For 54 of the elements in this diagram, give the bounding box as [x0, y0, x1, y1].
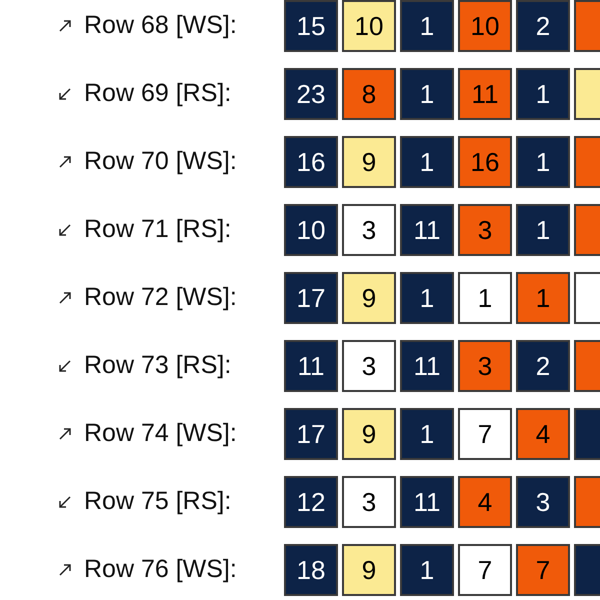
- stitch-count-cell: 8: [342, 68, 396, 120]
- stitch-count-cell: 9: [342, 544, 396, 596]
- stitch-count-cell: 10: [458, 0, 512, 52]
- stitch-count-cell: 1: [516, 68, 570, 120]
- stitch-count-cell: 3: [342, 476, 396, 528]
- stitch-count-cell: 1: [400, 0, 454, 52]
- stitch-count-cell: 16: [284, 136, 338, 188]
- stitch-count-cell: 12: [284, 476, 338, 528]
- stitch-count-cell: 4: [516, 408, 570, 460]
- stitch-count-cell: 10: [284, 204, 338, 256]
- stitch-count-cell: 2: [516, 340, 570, 392]
- stitch-count-cell: 17: [284, 408, 338, 460]
- stitch-count-cell: 16: [458, 136, 512, 188]
- row-label: Row 76 [WS]:: [84, 554, 237, 584]
- stitch-count-cell: 3: [342, 204, 396, 256]
- stitch-count-cell: 3: [342, 340, 396, 392]
- stitch-count-cell: 7: [458, 408, 512, 460]
- stitch-count-cell: 3: [458, 204, 512, 256]
- stitch-count-cell: 1: [400, 272, 454, 324]
- stitch-count-cell: 15: [284, 0, 338, 52]
- row-label: Row 70 [WS]:: [84, 146, 237, 176]
- stitch-count-cell: 1: [400, 136, 454, 188]
- stitch-count-cell: 1: [516, 272, 570, 324]
- stitch-count-cell: 18: [284, 544, 338, 596]
- stitch-count-cell: 11: [400, 476, 454, 528]
- row-label: Row 75 [RS]:: [84, 486, 232, 516]
- stitch-count-cell: 2: [516, 0, 570, 52]
- stitch-count-cell: 1: [400, 68, 454, 120]
- row-label: Row 71 [RS]:: [84, 214, 232, 244]
- stitch-count-cell: 9: [342, 272, 396, 324]
- stitch-count-cell: 1: [400, 544, 454, 596]
- stitch-count-cell: 4: [458, 476, 512, 528]
- row-label: Row 68 [WS]:: [84, 10, 237, 40]
- stitch-count-cell: 3: [516, 476, 570, 528]
- stitch-count-cell: 17: [284, 272, 338, 324]
- row-label: Row 69 [RS]:: [84, 78, 232, 108]
- stitch-count-cell: 11: [400, 204, 454, 256]
- stitch-count-cell: 1: [458, 272, 512, 324]
- stitch-count-cell: 23: [284, 68, 338, 120]
- stitch-count-cell: 1: [400, 408, 454, 460]
- stitch-count-cell: 1: [516, 204, 570, 256]
- stitch-count-cell: 7: [516, 544, 570, 596]
- row-label: Row 73 [RS]:: [84, 350, 232, 380]
- stitch-count-cell: 3: [458, 340, 512, 392]
- stitch-count-cell: 9: [342, 136, 396, 188]
- stitch-count-cell: 1: [516, 136, 570, 188]
- stitch-count-cell: 11: [284, 340, 338, 392]
- stitch-count-cell: 9: [342, 408, 396, 460]
- stitch-count-cell: 7: [458, 544, 512, 596]
- row-label: Row 72 [WS]:: [84, 282, 237, 312]
- stitch-count-cell: 10: [342, 0, 396, 52]
- row-label: Row 74 [WS]:: [84, 418, 237, 448]
- stitch-count-cell: 11: [400, 340, 454, 392]
- stitch-count-cell: 11: [458, 68, 512, 120]
